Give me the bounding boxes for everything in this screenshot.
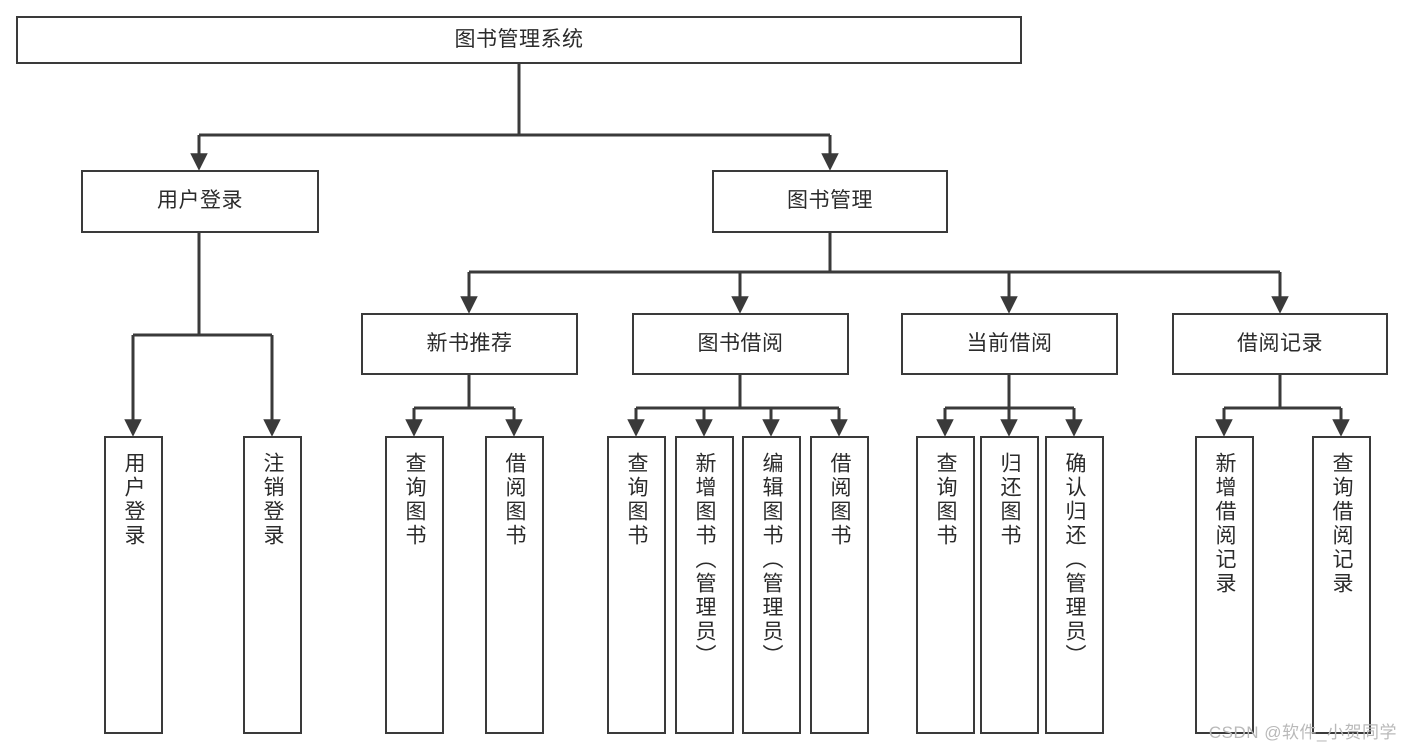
leaf-query-book-borrow[interactable]: 查询图书 xyxy=(607,436,666,734)
node-label: 查询图书 xyxy=(625,452,648,548)
node-label: 查询图书 xyxy=(934,452,957,548)
leaf-edit-book-admin[interactable]: 编辑图书（管理员） xyxy=(742,436,801,734)
node-label: 借阅图书 xyxy=(828,452,851,548)
node-label: 查询图书 xyxy=(403,452,426,548)
node-book-borrow[interactable]: 图书借阅 xyxy=(632,313,849,375)
leaf-query-book-newbook[interactable]: 查询图书 xyxy=(385,436,444,734)
node-label: 编辑图书（管理员） xyxy=(760,452,783,668)
node-label: 确认归还（管理员） xyxy=(1063,452,1086,668)
leaf-return-book[interactable]: 归还图书 xyxy=(980,436,1039,734)
node-borrow-record[interactable]: 借阅记录 xyxy=(1172,313,1388,375)
node-user-login[interactable]: 用户登录 xyxy=(81,170,319,233)
node-label: 新增借阅记录 xyxy=(1213,452,1236,596)
leaf-add-book-admin[interactable]: 新增图书（管理员） xyxy=(675,436,734,734)
leaf-add-borrow-record[interactable]: 新增借阅记录 xyxy=(1195,436,1254,734)
node-new-book-recommend[interactable]: 新书推荐 xyxy=(361,313,578,375)
node-label: 图书借阅 xyxy=(697,331,784,355)
node-label: 用户登录 xyxy=(122,452,145,548)
node-current-borrow[interactable]: 当前借阅 xyxy=(901,313,1118,375)
node-label: 借阅记录 xyxy=(1237,331,1323,355)
node-label: 用户登录 xyxy=(157,189,243,213)
node-label: 当前借阅 xyxy=(966,331,1053,355)
node-label: 图书管理系统 xyxy=(454,27,584,51)
node-label: 借阅图书 xyxy=(503,452,526,548)
leaf-confirm-return-admin[interactable]: 确认归还（管理员） xyxy=(1045,436,1104,734)
node-root-system[interactable]: 图书管理系统 xyxy=(16,16,1022,64)
node-label: 新书推荐 xyxy=(426,331,513,355)
node-label: 图书管理 xyxy=(787,189,873,213)
node-label: 归还图书 xyxy=(998,452,1021,548)
leaf-borrow-book-newbook[interactable]: 借阅图书 xyxy=(485,436,544,734)
node-label: 注销登录 xyxy=(261,452,284,548)
node-label: 查询借阅记录 xyxy=(1330,452,1353,596)
leaf-query-borrow-record[interactable]: 查询借阅记录 xyxy=(1312,436,1371,734)
watermark-text: CSDN @软件_小贺同学 xyxy=(1208,723,1397,742)
leaf-user-login[interactable]: 用户登录 xyxy=(104,436,163,734)
node-book-management[interactable]: 图书管理 xyxy=(712,170,948,233)
leaf-query-book-current[interactable]: 查询图书 xyxy=(916,436,975,734)
node-label: 新增图书（管理员） xyxy=(693,452,716,668)
leaf-logout[interactable]: 注销登录 xyxy=(243,436,302,734)
leaf-borrow-book[interactable]: 借阅图书 xyxy=(810,436,869,734)
